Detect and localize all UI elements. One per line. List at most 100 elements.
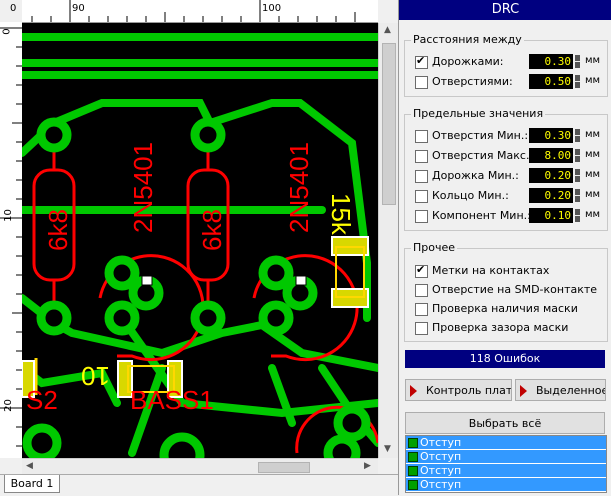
smd-outlines [127,246,365,393]
value-track-min[interactable]: 0.20 [529,168,573,183]
checkbox-holes-spacing[interactable] [415,76,428,89]
play-icon [410,385,417,397]
row-label: Отверстие на SMD-контакте [432,283,598,296]
label-r2: 6k8 [197,209,227,251]
error-marker-icon [408,480,418,490]
pads [22,117,371,458]
list-item[interactable]: Отступ [406,436,606,450]
row-label: Отверстия Макс.: [432,149,534,162]
row-hole-min: Отверстия Мин.: 0.30 мм [415,128,605,144]
spinner-icon[interactable] [575,129,580,142]
label-q2: 2N5401 [284,142,314,233]
checkbox-mask-presence[interactable] [415,303,428,316]
list-item[interactable]: Отступ [406,478,606,492]
tab-board-1[interactable]: Board 1 [4,475,60,493]
vertical-scrollbar[interactable]: ▲ ▼ [378,23,399,458]
error-marker-icon [408,452,418,462]
row-hole-max: Отверстия Макс.: 8.00 мм [415,148,605,164]
unit-label: мм [585,169,601,180]
error-marker-icon [408,438,418,448]
ruler-left: 0 10 20 [0,22,23,458]
list-item-label: Отступ [420,436,462,449]
value-component-min[interactable]: 0.10 [529,208,573,223]
select-all-button[interactable]: Выбрать всё [405,412,605,434]
row-label: Дорожками: [432,55,504,68]
board-tab-bar: Board 1 [0,474,398,496]
row-mask-clearance: Проверка зазора маски [415,320,605,336]
unit-label: мм [585,149,601,160]
label-r15k: 15k [326,193,356,236]
scroll-right-icon[interactable]: ▶ [364,461,371,471]
list-item[interactable]: Отступ [406,450,606,464]
unit-label: мм [585,75,601,86]
list-item[interactable]: Отступ [406,464,606,478]
spinner-icon[interactable] [575,169,580,182]
check-board-button[interactable]: Контроль платы [405,379,512,401]
play-icon [520,385,527,397]
row-label: Отверстия Мин.: [432,129,529,142]
check-selected-label: Выделенное [536,384,606,397]
label-10: 10 [81,361,110,391]
pcb-editor: 0 90 100 0 10 20 [0,0,399,496]
value-hole-max[interactable]: 8.00 [529,148,573,163]
row-label: Проверка зазора маски [432,321,569,334]
horizontal-scroll-thumb[interactable] [258,462,310,473]
value-holes-spacing[interactable]: 0.50 [529,74,573,89]
checkbox-pad-marks[interactable] [415,263,428,278]
check-selected-button[interactable]: Выделенное [515,379,606,401]
checkbox-mask-clearance[interactable] [415,322,428,335]
value-ring-min[interactable]: 0.20 [529,188,573,203]
row-label: Компонент Мин.: [432,209,531,222]
spinner-icon[interactable] [575,75,580,88]
row-track-min: Дорожка Мин.: 0.20 мм [415,168,605,184]
scroll-left-icon[interactable]: ◀ [26,461,33,471]
row-label: Отверстиями: [432,75,513,88]
checkbox-hole-max[interactable] [415,150,428,163]
spinner-icon[interactable] [575,209,580,222]
scroll-down-icon[interactable]: ▼ [384,444,391,454]
list-item-label: Отступ [420,450,462,463]
spinner-icon[interactable] [575,149,580,162]
error-count-bar: 118 Ошибок [405,350,605,368]
spinner-icon[interactable] [575,55,580,68]
vertical-scroll-thumb[interactable] [382,43,396,205]
checkbox-hole-min[interactable] [415,130,428,143]
error-list[interactable]: Отступ Отступ Отступ Отступ [405,435,607,493]
checkbox-smd-hole[interactable] [415,284,428,297]
row-mask-presence: Проверка наличия маски [415,301,605,317]
horizontal-scrollbar[interactable]: ◀ ▶ [22,458,378,475]
row-label: Кольцо Мин.: [432,189,509,202]
label-q1: 2N5401 [128,142,158,233]
value-hole-min[interactable]: 0.30 [529,128,573,143]
pcb-canvas[interactable]: 6k8 6k8 2N5401 2N5401 15k 10 S2 BASS1 [22,23,378,458]
panel-title: DRC [399,0,611,20]
unit-label: мм [585,209,601,220]
checkbox-component-min[interactable] [415,210,428,223]
row-tracks-spacing: Дорожками: 0.30 мм [415,54,605,70]
group-other: Прочее Метки на контактах Отверстие на S… [404,241,608,342]
group-label: Прочее [411,241,458,254]
list-item-label: Отступ [420,464,462,477]
spinner-icon[interactable] [575,189,580,202]
check-board-label: Контроль платы [426,384,512,397]
label-bass1: BASS1 [130,385,214,415]
component-labels: 6k8 6k8 2N5401 2N5401 15k 10 S2 BASS1 [26,142,356,415]
error-marker-icon [408,466,418,476]
row-pad-marks: Метки на контактах [415,263,605,279]
group-limits: Предельные значения Отверстия Мин.: 0.30… [404,107,608,231]
value-tracks-spacing[interactable]: 0.30 [529,54,573,69]
row-component-min: Компонент Мин.: 0.10 мм [415,208,605,224]
checkbox-track-min[interactable] [415,170,428,183]
checkbox-ring-min[interactable] [415,190,428,203]
ruler-top-label: 90 [72,3,85,14]
unit-label: мм [585,189,601,200]
group-label: Расстояния между [411,33,524,46]
scroll-up-icon[interactable]: ▲ [384,25,391,35]
checkbox-tracks-spacing[interactable] [415,54,428,69]
drc-panel: DRC Расстояния между Дорожками: 0.30 мм … [398,0,611,495]
row-smd-hole: Отверстие на SMD-контакте [415,282,605,298]
row-label: Проверка наличия маски [432,302,578,315]
group-spacing: Расстояния между Дорожками: 0.30 мм Отве… [404,33,608,97]
markers [141,275,307,286]
unit-label: мм [585,129,601,140]
